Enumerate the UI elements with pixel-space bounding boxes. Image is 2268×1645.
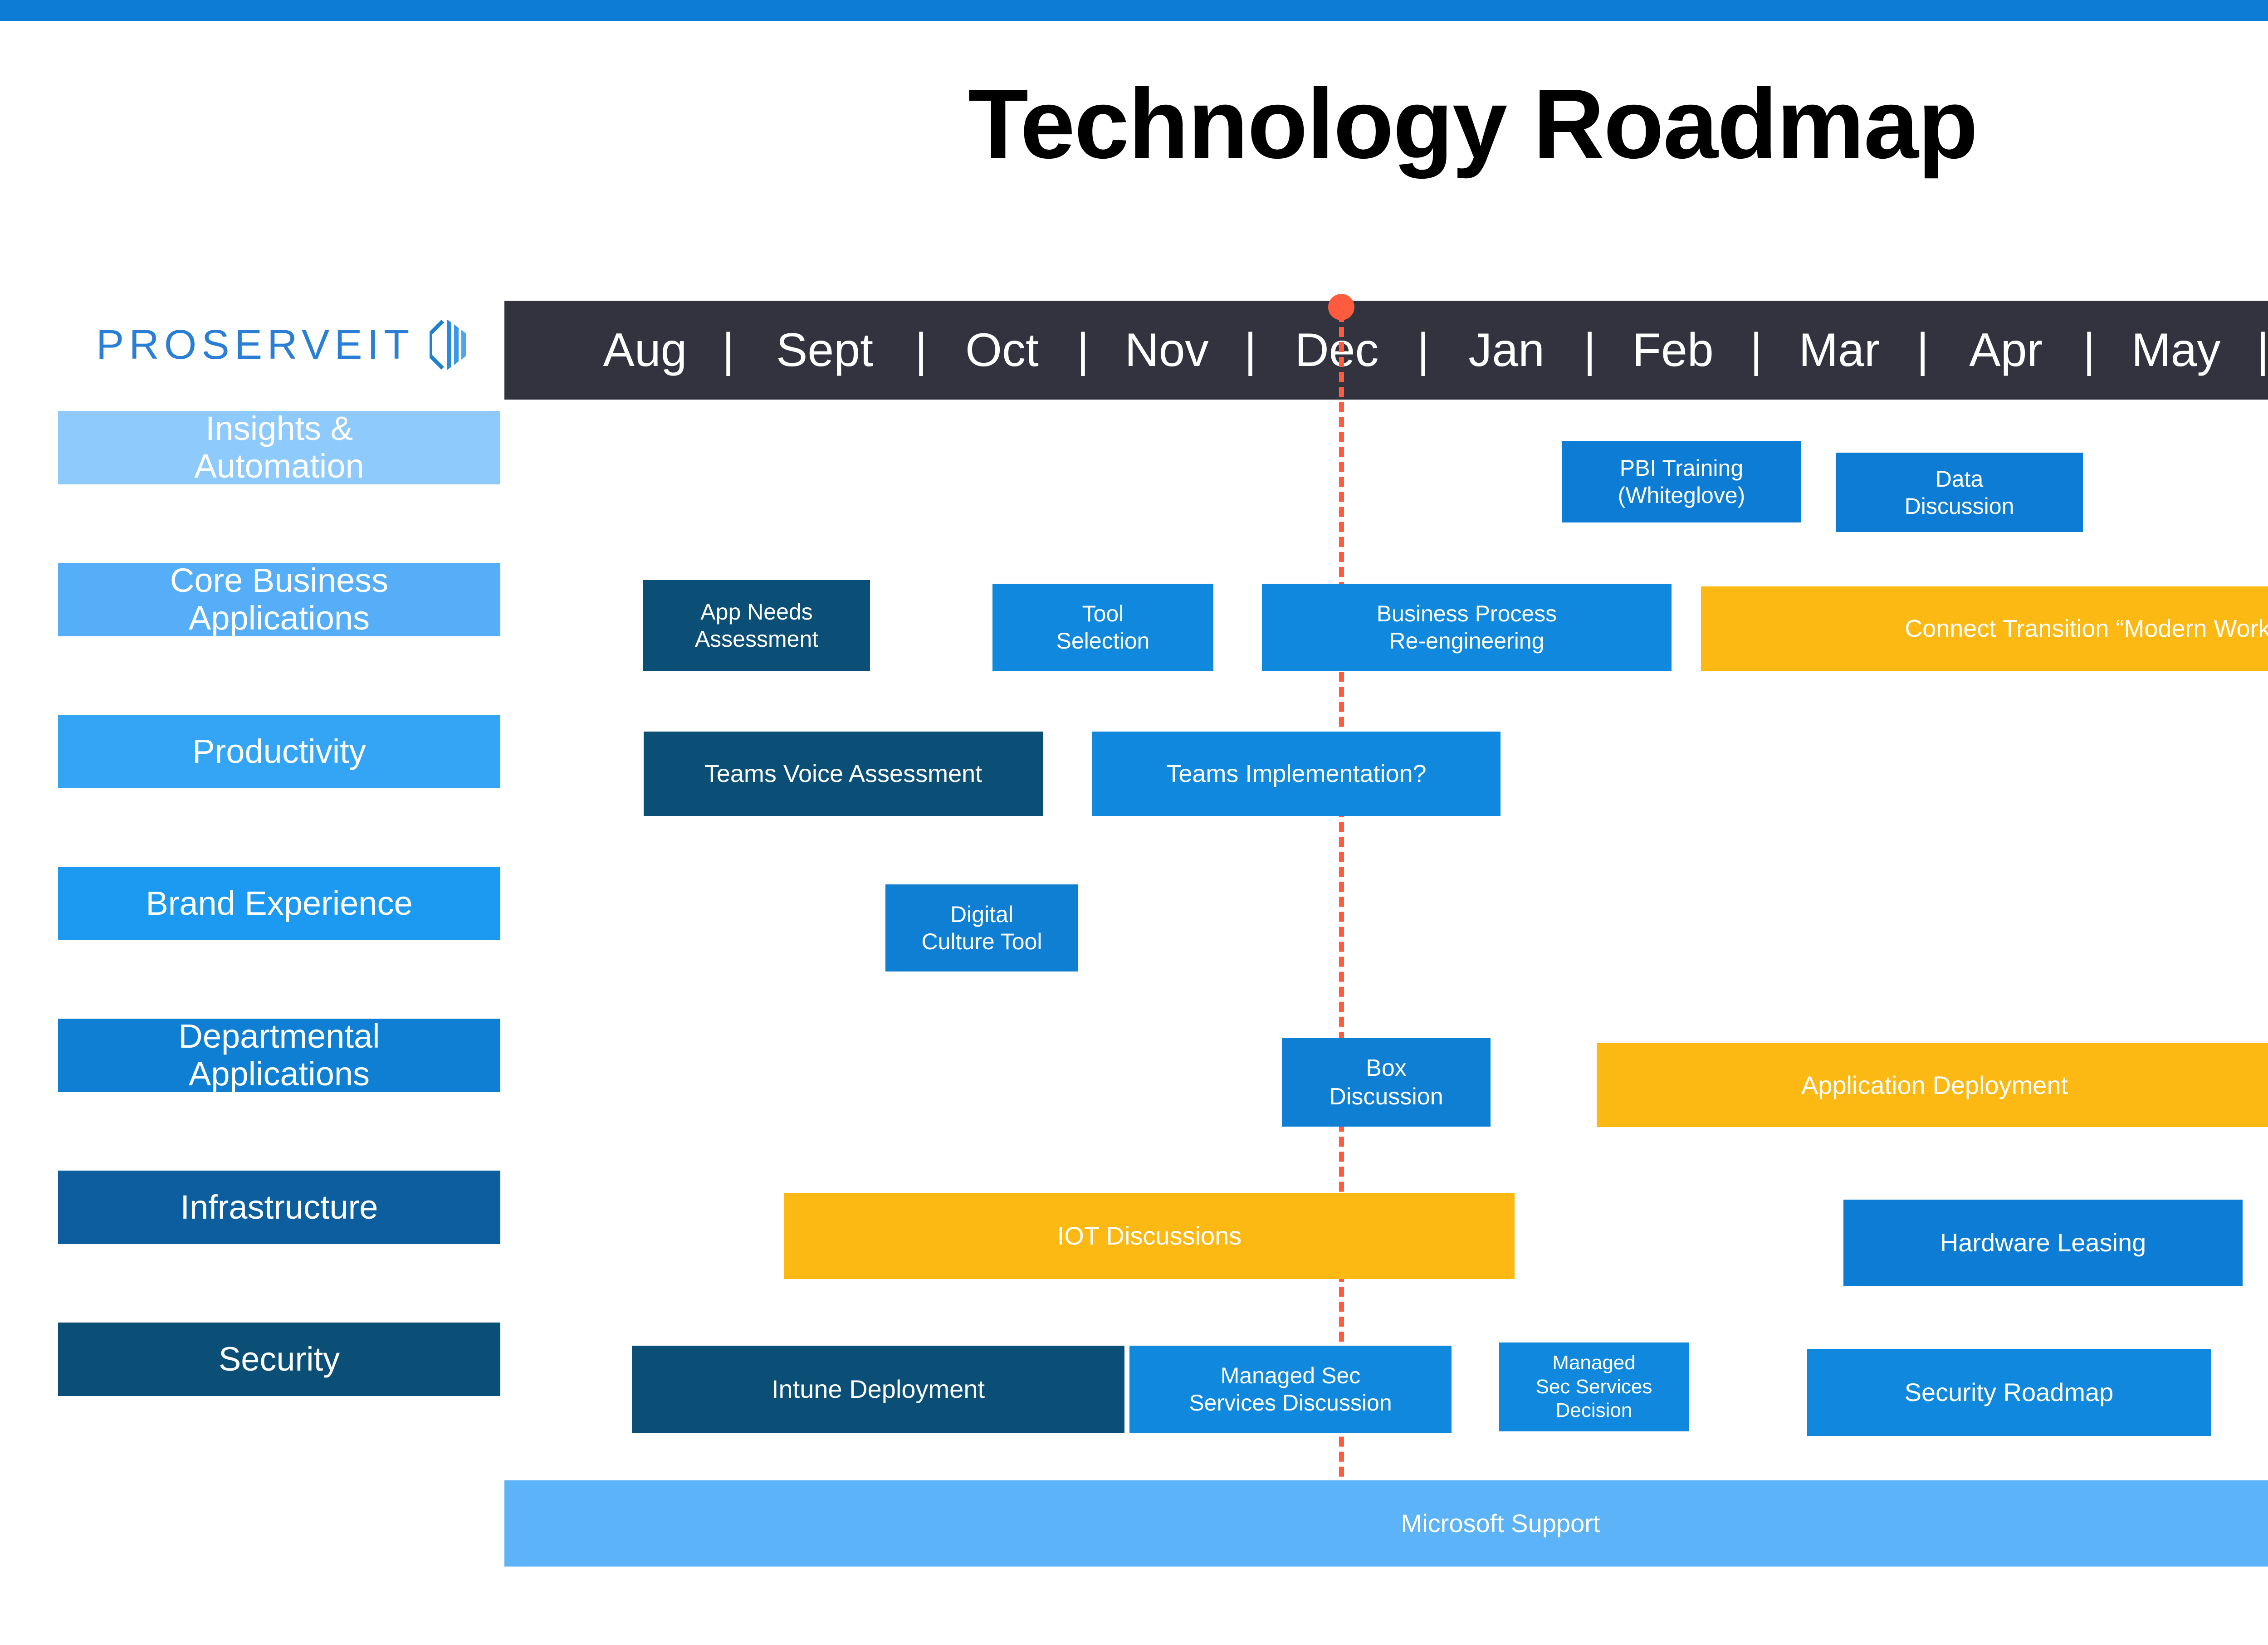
month-label: Oct bbox=[965, 323, 1039, 376]
task-bar-label: Intune Deployment bbox=[771, 1375, 985, 1404]
timeline-month-may: May | bbox=[2095, 323, 2268, 377]
task-bar-pbi-training-whiteglove[interactable]: PBI Training(Whiteglove) bbox=[1562, 441, 1801, 522]
task-bar-application-deployment[interactable]: Application Deployment bbox=[1597, 1043, 2268, 1127]
task-bar-label: Teams Voice Assessment bbox=[704, 760, 982, 787]
timeline-month-header: Aug|Sept|Oct|Nov|Dec|Jan|Feb|Mar|Apr|May… bbox=[504, 301, 2268, 400]
timeline-month-dec: Dec | bbox=[1256, 323, 1430, 377]
today-marker-line bbox=[1339, 312, 1344, 1537]
timeline-month-apr: Apr | bbox=[1929, 323, 2095, 377]
task-bar-label: Microsoft Support bbox=[1401, 1509, 1600, 1538]
timeline-month-sept: Sept | bbox=[734, 323, 927, 377]
month-separator: | bbox=[1584, 323, 1596, 376]
month-separator: | bbox=[1916, 323, 1929, 376]
month-label: Mar bbox=[1799, 323, 1880, 376]
month-separator: | bbox=[722, 323, 735, 376]
category-label-infrastructure[interactable]: Infrastructure bbox=[58, 1171, 500, 1244]
task-bar-security-roadmap[interactable]: Security Roadmap bbox=[1807, 1349, 2211, 1436]
task-bar-teams-voice-assessment[interactable]: Teams Voice Assessment bbox=[644, 732, 1043, 816]
task-bar-intune-deployment[interactable]: Intune Deployment bbox=[632, 1346, 1124, 1433]
month-label: Feb bbox=[1632, 323, 1714, 376]
task-bar-label: Security Roadmap bbox=[1904, 1378, 2114, 1407]
category-label-brand-experience[interactable]: Brand Experience bbox=[58, 867, 500, 940]
month-separator: | bbox=[1244, 323, 1257, 376]
brand-name: PROSERVEIT bbox=[96, 321, 415, 368]
month-separator: | bbox=[915, 323, 928, 376]
task-bar-label: PBI Training(Whiteglove) bbox=[1618, 455, 1745, 508]
timeline-month-jan: Jan | bbox=[1429, 323, 1596, 377]
task-bar-label: Hardware Leasing bbox=[1940, 1228, 2146, 1257]
top-accent-strip bbox=[0, 0, 2268, 21]
timeline-month-feb: Feb | bbox=[1596, 323, 1762, 377]
task-bar-hardware-leasing[interactable]: Hardware Leasing bbox=[1843, 1200, 2243, 1286]
category-label-productivity[interactable]: Productivity bbox=[58, 715, 500, 788]
task-bar-teams-implementation[interactable]: Teams Implementation? bbox=[1092, 732, 1501, 816]
timeline-month-mar: Mar | bbox=[1762, 323, 1929, 377]
month-separator: | bbox=[1750, 323, 1763, 376]
task-bar-iot-discussions[interactable]: IOT Discussions bbox=[784, 1193, 1515, 1279]
task-bar-label: Teams Implementation? bbox=[1166, 760, 1427, 787]
category-label-insights-automation[interactable]: Insights &Automation bbox=[58, 410, 500, 485]
month-label: Dec bbox=[1295, 323, 1379, 376]
proserveit-diamond-logo-icon bbox=[430, 319, 466, 370]
month-label: May bbox=[2131, 323, 2221, 376]
month-label: Jan bbox=[1468, 323, 1545, 376]
category-label-security[interactable]: Security bbox=[58, 1323, 500, 1396]
month-label: Sept bbox=[776, 323, 873, 376]
timeline-month-oct: Oct | bbox=[927, 323, 1089, 377]
month-separator: | bbox=[2083, 323, 2096, 376]
task-bar-microsoft-support[interactable]: Microsoft Support bbox=[504, 1480, 2268, 1567]
month-separator: | bbox=[1417, 323, 1430, 376]
task-bar-label: Connect Transition “Modern Workplace Imp… bbox=[1905, 615, 2268, 642]
month-separator: | bbox=[2257, 323, 2268, 376]
month-label: Nov bbox=[1124, 323, 1209, 376]
task-bar-label: Application Deployment bbox=[1801, 1070, 2068, 1099]
month-label: Apr bbox=[1969, 323, 2043, 376]
page-title: Technology Roadmap bbox=[968, 69, 1978, 179]
task-bar-connect-transition-modern-workplace-impl[interactable]: Connect Transition “Modern Workplace Imp… bbox=[1701, 586, 2268, 671]
brand-logo: PROSERVEIT bbox=[96, 317, 473, 372]
task-bar-label: IOT Discussions bbox=[1057, 1221, 1242, 1250]
month-label: Aug bbox=[603, 323, 687, 376]
month-separator: | bbox=[1077, 323, 1090, 376]
timeline-month-aug: Aug | bbox=[568, 323, 734, 377]
timeline-month-nov: Nov | bbox=[1089, 323, 1257, 377]
